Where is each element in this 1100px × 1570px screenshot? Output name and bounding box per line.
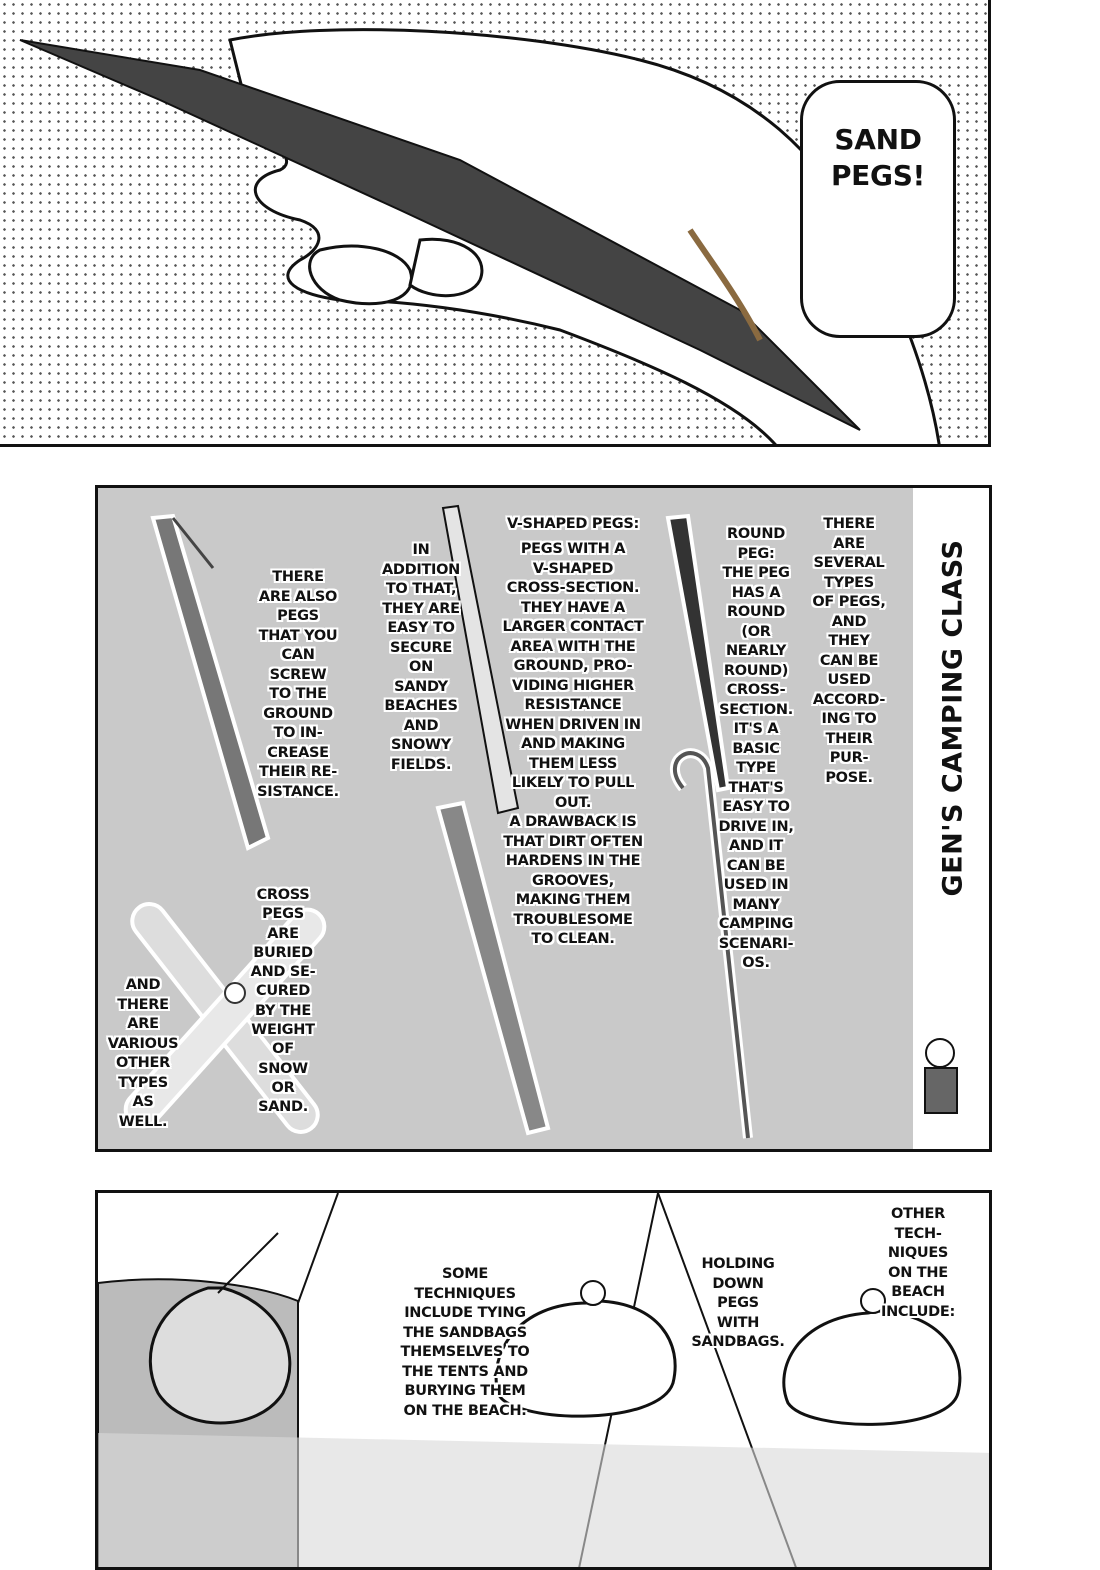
panel-sand-peg-hand: SAND PEGS! bbox=[0, 0, 991, 447]
caption-tying-sandbags: SOME TECHNIQUES INCLUDE TYING THE SANDBA… bbox=[400, 1266, 530, 1419]
caption-other-techniques: OTHER TECH- NIQUES ON THE BEACH INCLUDE: bbox=[880, 1206, 956, 1320]
screw-peg bbox=[150, 513, 271, 851]
buried-sandbag bbox=[148, 1232, 292, 1425]
panel-beach-sandbags: SOME TECHNIQUES INCLUDE TYING THE SANDBA… bbox=[95, 1190, 992, 1570]
beach-ground bbox=[98, 1433, 989, 1567]
caption-screw-pegs: THERE ARE ALSO PEGS THAT YOU CAN SCREW T… bbox=[257, 569, 339, 800]
caption-v-shaped-body: PEGS WITH A V-SHAPED CROSS-SECTION. THEY… bbox=[502, 541, 644, 947]
sandbag-1 bbox=[494, 1280, 677, 1418]
gen-character bbox=[924, 1038, 958, 1114]
pegs-illustration bbox=[123, 488, 989, 1149]
hand-holding-peg-illustration bbox=[19, 28, 941, 444]
speech-text: SAND PEGS! bbox=[830, 123, 926, 192]
round-peg bbox=[670, 748, 753, 1139]
caption-several-types: THERE ARE SEVERAL TYPES OF PEGS, AND THE… bbox=[812, 516, 886, 786]
side-title-strip bbox=[913, 488, 989, 1149]
speech-bubble bbox=[800, 80, 956, 338]
caption-in-addition: IN ADDITION TO THAT, THEY ARE EASY TO SE… bbox=[381, 542, 461, 773]
caption-holding-down: HOLDING DOWN PEGS WITH SANDBAGS. bbox=[691, 1256, 785, 1350]
beach-illustration bbox=[98, 1193, 989, 1567]
side-title: GEN'S CAMPING CLASS bbox=[937, 539, 969, 897]
caption-round-peg: ROUND PEG: THE PEG HAS A ROUND (OR NEARL… bbox=[718, 526, 794, 971]
sandbag-2 bbox=[782, 1288, 962, 1426]
caption-cross-pegs: CROSS PEGS ARE BURIED AND SE- CURED BY T… bbox=[250, 887, 316, 1116]
round-peg-hook bbox=[665, 513, 731, 793]
caption-v-shaped-title: V-SHAPED PEGS: bbox=[506, 516, 640, 532]
panel-camping-class: GEN'S CAMPING CLASS THERE ARE ALSO PEGS … bbox=[95, 485, 992, 1152]
v-shaped-peg-2 bbox=[435, 800, 551, 1136]
cross-peg bbox=[123, 902, 327, 1134]
caption-other-types: AND THERE ARE VARIOUS OTHER TYPES AS WEL… bbox=[107, 977, 179, 1130]
v-shaped-peg-1 bbox=[441, 504, 520, 815]
